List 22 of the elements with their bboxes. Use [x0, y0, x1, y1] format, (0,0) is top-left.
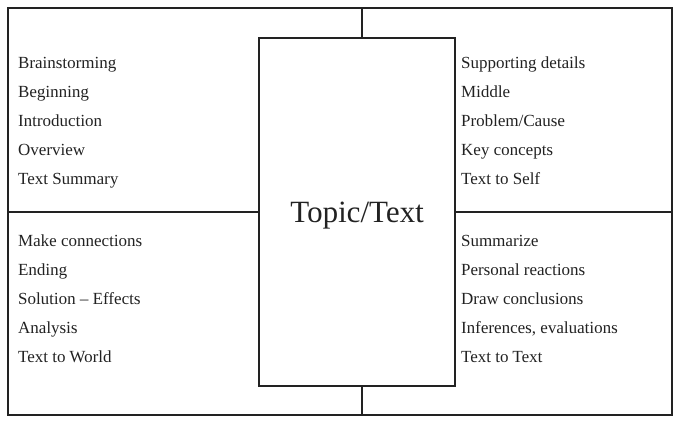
list-item: Inferences, evaluations: [461, 317, 618, 339]
list-item: Text to World: [18, 346, 112, 368]
list-item: Text to Text: [461, 346, 542, 368]
list-item: Supporting details: [461, 52, 586, 74]
list-item: Summarize: [461, 230, 538, 252]
topic-label: Topic/Text: [290, 194, 424, 230]
list-item: Solution – Effects: [18, 288, 140, 310]
list-item: Analysis: [18, 317, 78, 339]
list-item: Ending: [18, 259, 68, 281]
list-item: Middle: [461, 81, 510, 103]
list-item: Draw conclusions: [461, 288, 584, 310]
topic-box: [258, 37, 456, 387]
list-item: Text Summary: [18, 168, 118, 190]
list-item: Key concepts: [461, 139, 554, 161]
list-item: Problem/Cause: [461, 110, 565, 132]
list-item: Brainstorming: [18, 52, 116, 74]
list-item: Make connections: [18, 230, 142, 252]
list-item: Text to Self: [461, 168, 540, 190]
list-item: Introduction: [18, 110, 102, 132]
list-item: Overview: [18, 139, 86, 161]
list-item: Beginning: [18, 81, 89, 103]
list-item: Personal reactions: [461, 259, 586, 281]
